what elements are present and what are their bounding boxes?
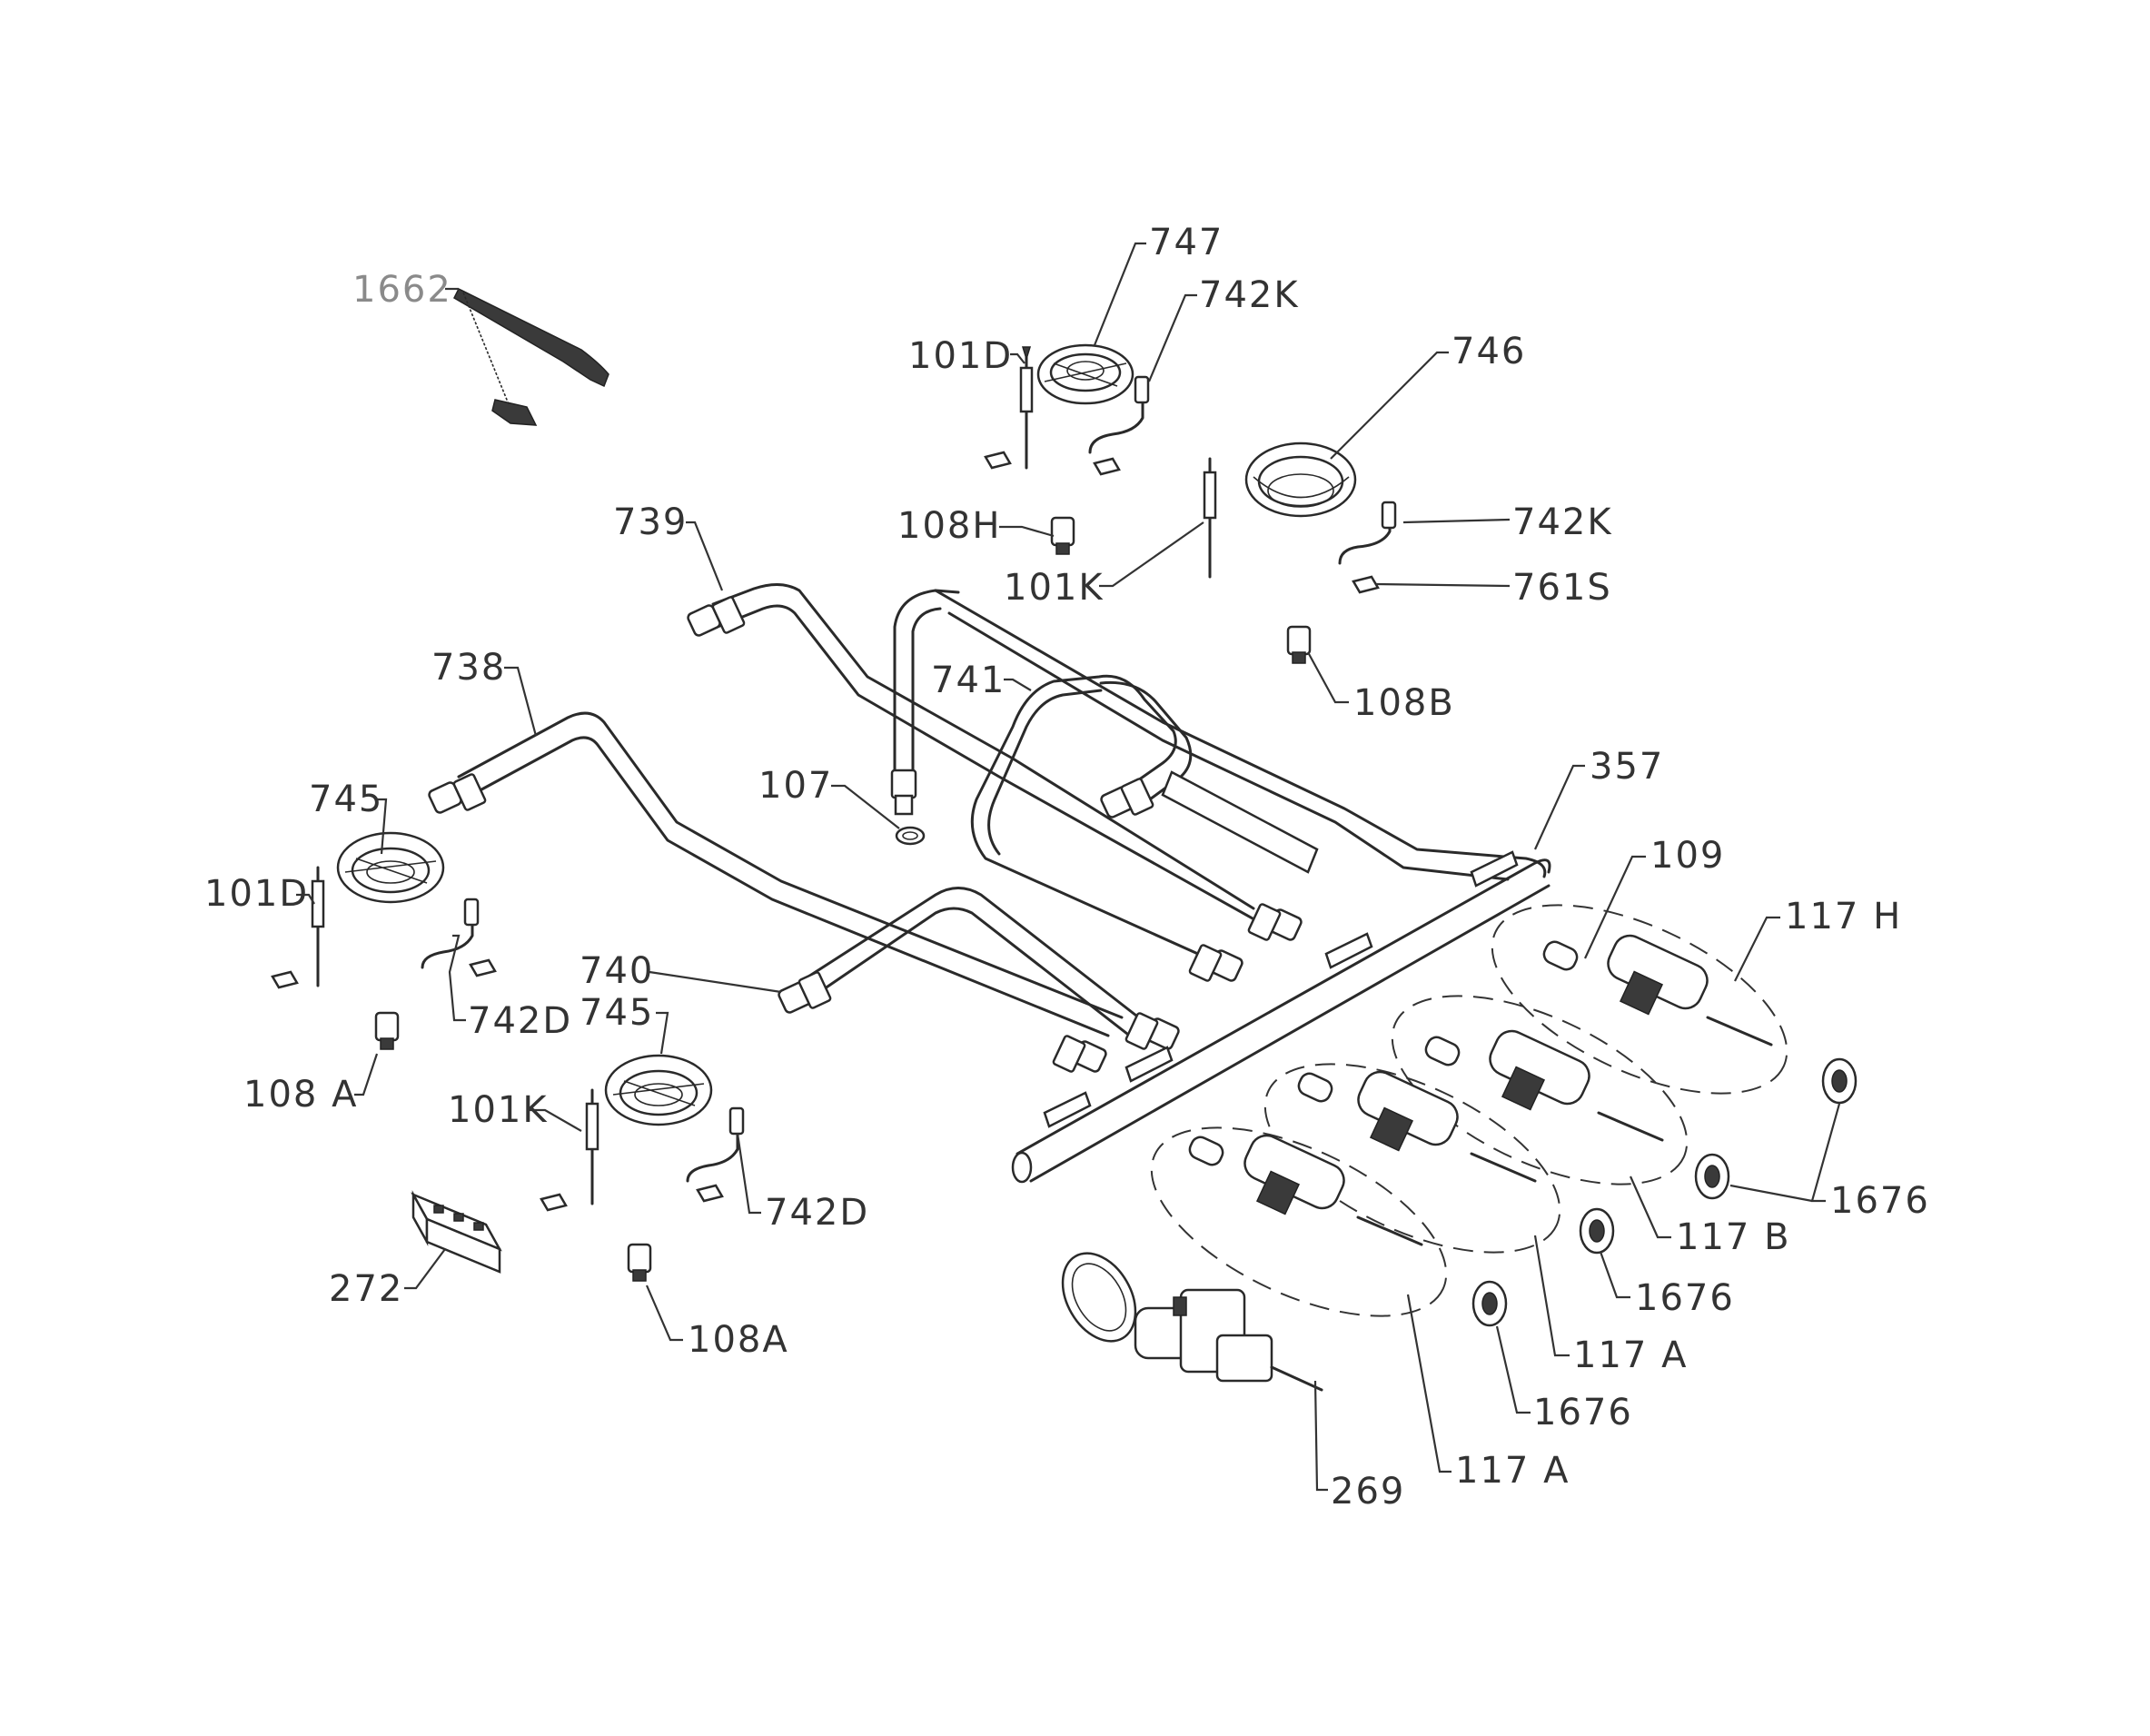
label-108b: 108B bbox=[1353, 682, 1455, 724]
part-labels: 1662 747 742K 101D 746 742K 108H 101K 76… bbox=[204, 222, 1930, 1513]
label-745-left: 745 bbox=[309, 779, 383, 820]
label-742d-left: 742D bbox=[468, 1000, 572, 1042]
valve-117h bbox=[1491, 904, 1788, 1095]
label-272: 272 bbox=[329, 1268, 403, 1310]
label-108h: 108H bbox=[897, 505, 1001, 547]
label-117a-bottom: 117 A bbox=[1455, 1450, 1570, 1492]
valve-117a-top bbox=[1263, 1063, 1561, 1254]
label-742k-right: 742K bbox=[1512, 501, 1613, 543]
pipe-fittings bbox=[428, 596, 1303, 1073]
label-101k-mid: 101K bbox=[448, 1089, 549, 1131]
label-109: 109 bbox=[1650, 835, 1725, 877]
leader-lines bbox=[296, 242, 1841, 1492]
label-1676-b: 1676 bbox=[1635, 1277, 1735, 1319]
thermocouples bbox=[311, 346, 1217, 1205]
washer-107 bbox=[895, 826, 926, 846]
label-741: 741 bbox=[931, 660, 1006, 701]
label-108a-mid: 108A bbox=[688, 1319, 789, 1361]
label-117a-top: 117 A bbox=[1573, 1334, 1688, 1376]
label-101d-left: 101D bbox=[204, 873, 309, 915]
label-108a-left: 108 A bbox=[243, 1074, 358, 1116]
knob-rings-1676 bbox=[1471, 1057, 1858, 1327]
label-745-mid: 745 bbox=[580, 992, 654, 1034]
label-747: 747 bbox=[1149, 222, 1224, 263]
label-738: 738 bbox=[431, 647, 506, 689]
gas-pipes bbox=[457, 583, 1551, 1184]
burner-745-mid bbox=[604, 1054, 713, 1126]
valve-117b bbox=[1391, 995, 1689, 1185]
label-761s: 761S bbox=[1512, 567, 1612, 609]
label-117h: 117 H bbox=[1785, 896, 1902, 937]
label-739: 739 bbox=[613, 501, 688, 543]
label-269: 269 bbox=[1331, 1471, 1405, 1513]
label-742k-top: 742K bbox=[1199, 274, 1300, 316]
label-1662: 1662 bbox=[352, 269, 452, 311]
burner-745-left bbox=[336, 831, 445, 904]
valve-117a-bottom bbox=[1150, 1126, 1448, 1317]
manifold-brackets bbox=[1043, 770, 1519, 1128]
label-746: 746 bbox=[1451, 331, 1526, 372]
label-740: 740 bbox=[580, 950, 654, 992]
label-1676-right: 1676 bbox=[1830, 1180, 1930, 1222]
burner-747 bbox=[1036, 343, 1134, 405]
label-101k-top: 101K bbox=[1004, 567, 1105, 609]
label-117b: 117 B bbox=[1676, 1216, 1791, 1258]
burner-746 bbox=[1244, 441, 1357, 518]
thermostat-valve-269 bbox=[1061, 1252, 1323, 1392]
label-742d-mid: 742D bbox=[765, 1192, 869, 1234]
label-357: 357 bbox=[1590, 746, 1664, 788]
spark-electrodes bbox=[421, 375, 1397, 1183]
injectors bbox=[374, 516, 1312, 1282]
bracket-1662 bbox=[453, 287, 609, 426]
label-1676-c: 1676 bbox=[1533, 1392, 1633, 1433]
label-107: 107 bbox=[758, 765, 833, 807]
clips bbox=[271, 451, 1380, 1212]
label-101d-top: 101D bbox=[908, 335, 1013, 377]
ignition-module-272 bbox=[411, 1190, 502, 1274]
